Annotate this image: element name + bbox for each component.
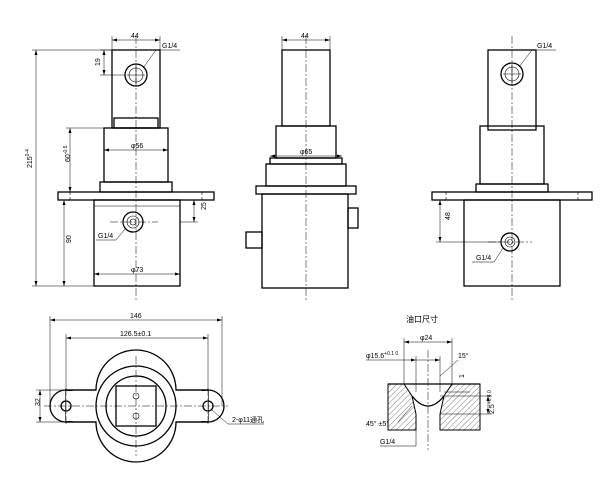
right-port-label: G1/4 [537, 43, 552, 50]
port-detail: 油口尺寸 φ24 φ15.6+0.1 0 15° 1 2.5+0.4 [366, 314, 496, 450]
front-total-height-label: 2150-4 [25, 149, 34, 168]
front-lower-port-label: G1/4 [98, 233, 113, 240]
detail-angle-bottom-label: 45° ±5° [366, 420, 389, 428]
detail-step-label: 1 [459, 374, 466, 378]
front-mid-dia-label: φ56 [131, 143, 143, 150]
front-view: 44 G1/4 19 2150-4 60-0.5 φ56 [25, 33, 215, 300]
right-lower-port-label: G1/4 [476, 255, 491, 262]
detail-outer-dia-label: φ24 [420, 335, 432, 342]
detail-thread-label: G1/4 [380, 439, 395, 446]
plan-thickness-label: 32 [35, 398, 42, 406]
front-port-offset-label: 19 [95, 58, 102, 66]
front-port-label: G1/4 [162, 43, 177, 50]
side-dia-label: φ65 [300, 149, 312, 156]
side-view: 44 φ65 [245, 33, 359, 300]
plan-hole-pitch-label: 126.5±0.1 [120, 331, 151, 338]
detail-angle-top-label: 15° [458, 352, 469, 360]
front-flange-thk-label: 25 [201, 202, 208, 210]
front-body-height-label: 90 [66, 235, 73, 243]
right-port-height-label: 48 [445, 212, 452, 220]
plan-holes-label: 2-φ11通孔 [232, 415, 264, 424]
side-width-label: 44 [301, 33, 309, 40]
right-view: G1/4 48 G1/4 [431, 36, 593, 300]
front-upper-height-label: 60-0.5 [63, 145, 72, 162]
detail-title: 油口尺寸 [406, 314, 438, 324]
detail-depth-label: 2.5+0.4 0 [487, 390, 496, 414]
plan-width-label: 146 [130, 313, 142, 320]
front-width-label: 44 [131, 33, 139, 40]
detail-inner-dia-label: φ15.6+0.1 0 [366, 351, 398, 360]
front-body-dia-label: φ73 [131, 267, 143, 274]
plan-view: 146 126.5±0.1 32 2-φ11通孔 [35, 313, 264, 463]
